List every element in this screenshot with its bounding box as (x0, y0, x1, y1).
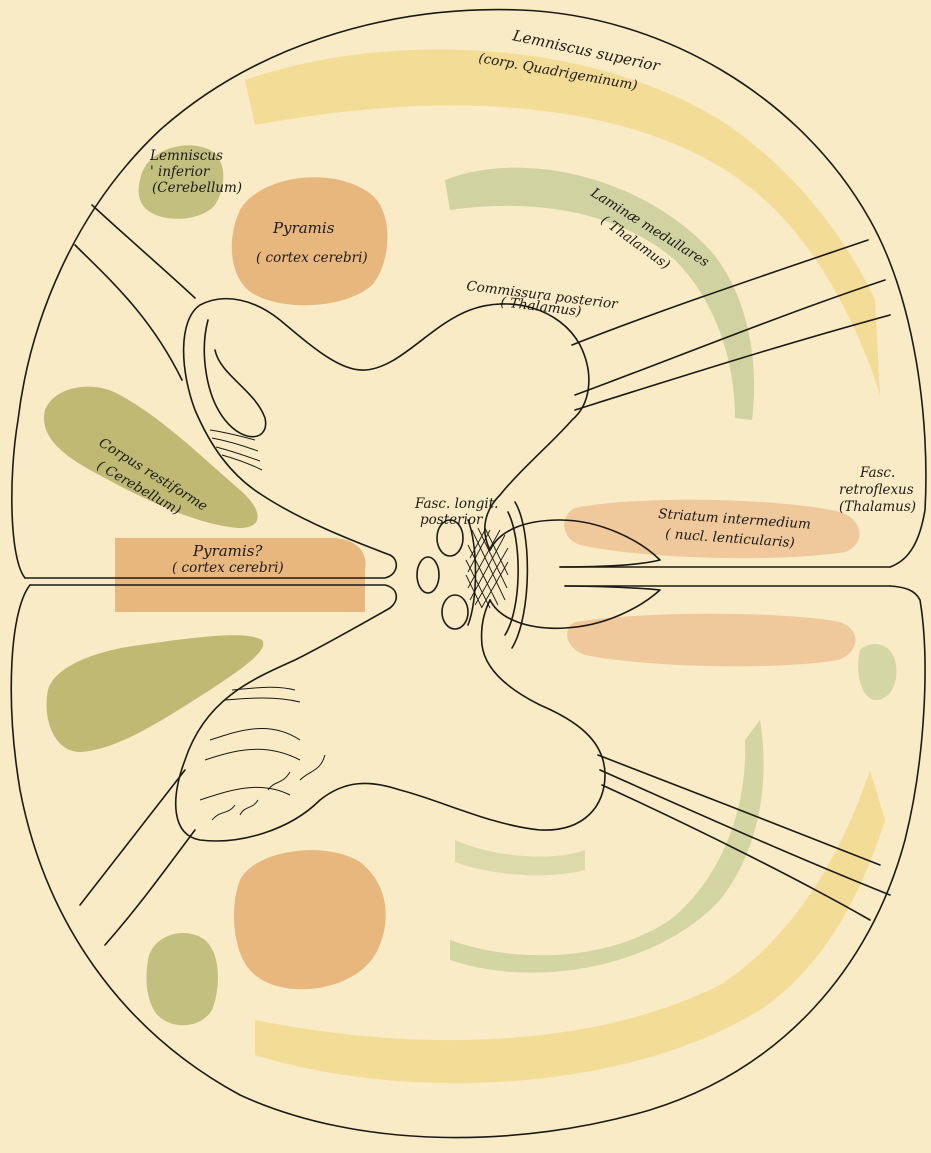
label-fasc-longit: Fasc. longit. (414, 496, 498, 512)
label-lemniscus-inferior-1: Lemniscus (149, 148, 223, 164)
label-pyramis-question: Pyramis? (192, 542, 263, 560)
label-pyramis: Pyramis (272, 219, 335, 237)
left-lower-tract-2 (105, 830, 195, 945)
label-fasc-retroflexus-3: (Thalamus) (839, 499, 916, 515)
label-fasc-longit-posterior: posterior (420, 512, 484, 528)
label-lemniscus-inferior-2: ' inferior (150, 164, 211, 180)
inner-loop-upper (204, 320, 265, 437)
left-lower-tract-1 (80, 770, 185, 905)
left-upper-tract-1 (92, 205, 195, 298)
pyramis-region (232, 177, 388, 305)
corpus-restiforme-region (44, 387, 258, 528)
label-pyramis-question-cortex: ( cortex cerebri) (172, 560, 284, 576)
lower-olive-region (47, 635, 264, 752)
fascicle-oval-2 (417, 557, 439, 593)
fascicle-oval-3 (442, 595, 468, 629)
label-fasc-retroflexus-2: retroflexus (839, 482, 914, 498)
left-upper-tract-2 (75, 245, 182, 380)
lower-laminae-region-2 (455, 840, 585, 875)
label-fasc-retroflexus-1: Fasc. (859, 465, 895, 481)
label-pyramis-cortex: ( cortex cerebri) (256, 250, 368, 266)
right-green-spot-region (858, 644, 896, 700)
label-lemniscus-inferior-3: (Cerebellum) (152, 180, 242, 196)
lower-pyramis-region (234, 850, 386, 989)
lower-striatum-region (567, 614, 855, 667)
lower-olive-blob-region (146, 933, 217, 1025)
